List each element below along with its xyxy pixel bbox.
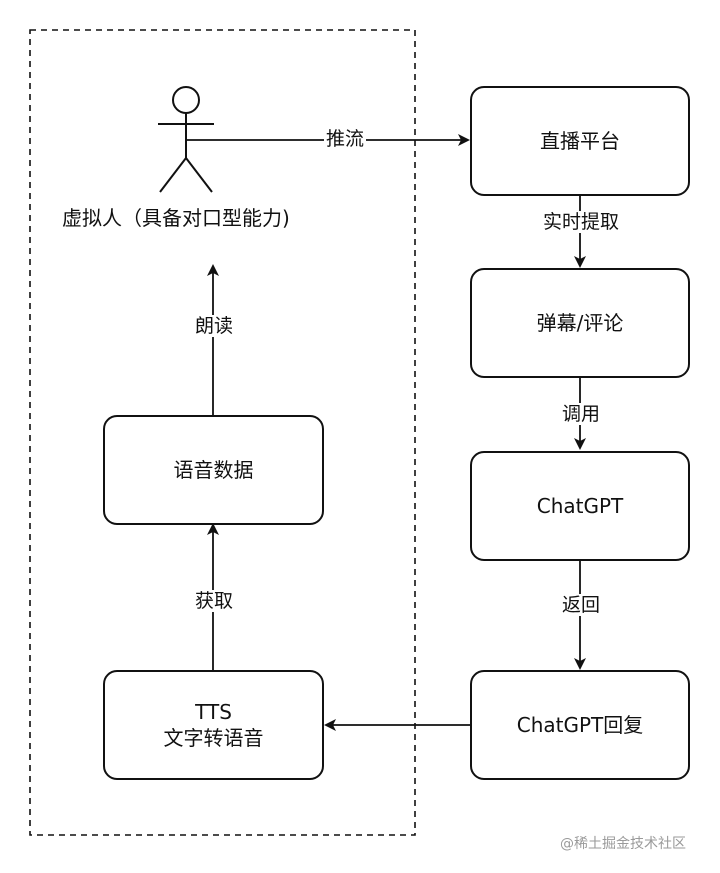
- edge-label-push-stream: 推流: [324, 128, 367, 150]
- live-platform-box: 直播平台: [470, 86, 690, 196]
- tts-label-line2: 文字转语音: [163, 726, 264, 750]
- watermark: @稀土掘金技术社区: [560, 836, 686, 852]
- edge-label-invoke: 调用: [560, 403, 603, 425]
- edge-label-return: 返回: [560, 594, 603, 616]
- danmaku-label: 弹幕/评论: [536, 311, 624, 335]
- audio-data-label: 语音数据: [173, 458, 254, 482]
- virtual-human-boundary: [29, 29, 416, 836]
- actor-label: 虚拟人（具备对口型能力): [62, 206, 290, 230]
- tts-box: TTS 文字转语音: [103, 670, 324, 780]
- chatgpt-box: ChatGPT: [470, 451, 690, 561]
- audio-data-box: 语音数据: [103, 415, 324, 525]
- chatgpt-reply-box: ChatGPT回复: [470, 670, 690, 780]
- edge-label-read-aloud: 朗读: [193, 315, 236, 337]
- danmaku-box: 弹幕/评论: [470, 268, 690, 378]
- tts-label-line1: TTS: [195, 700, 232, 724]
- live-platform-label: 直播平台: [540, 129, 620, 153]
- actor-icon: [158, 86, 214, 193]
- chatgpt-label: ChatGPT: [536, 494, 624, 518]
- edge-label-realtime-fetch: 实时提取: [541, 211, 622, 233]
- chatgpt-reply-label: ChatGPT回复: [516, 713, 644, 737]
- edge-label-fetch: 获取: [193, 590, 236, 612]
